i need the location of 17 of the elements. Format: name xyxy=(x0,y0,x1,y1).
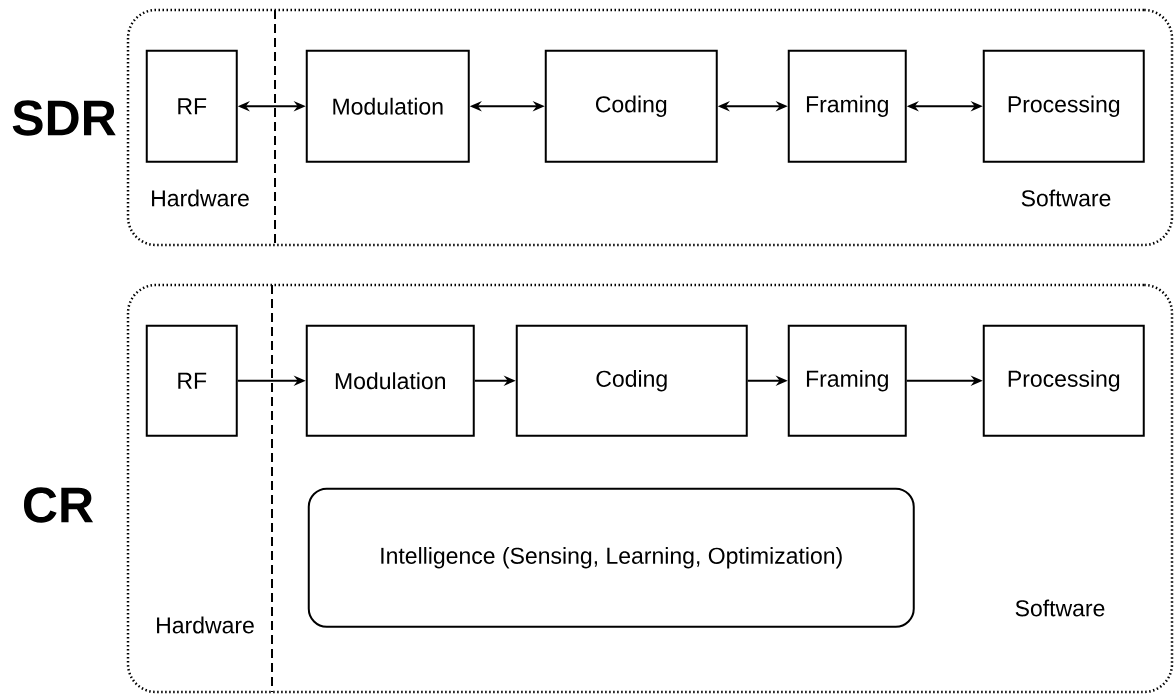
region-label: Software xyxy=(1015,599,1105,617)
process-box: Framing xyxy=(787,324,907,437)
process-box: Processing xyxy=(982,324,1145,437)
rounded-box: Intelligence (Sensing, Learning, Optimization) xyxy=(307,487,915,628)
region-label: Hardware xyxy=(157,616,254,634)
process-box: Processing xyxy=(982,49,1145,163)
region-label: Software xyxy=(1021,189,1111,207)
group-heading: SDR xyxy=(12,100,116,136)
region-label: Hardware xyxy=(152,189,249,207)
process-box: RF xyxy=(145,324,238,437)
process-box: Coding xyxy=(515,324,748,437)
process-box: Modulation xyxy=(305,49,470,163)
process-box: Modulation xyxy=(305,324,475,437)
group-heading: CR xyxy=(23,487,94,523)
process-box: RF xyxy=(145,49,238,163)
process-box: Coding xyxy=(544,49,718,163)
process-box: Framing xyxy=(787,49,907,163)
